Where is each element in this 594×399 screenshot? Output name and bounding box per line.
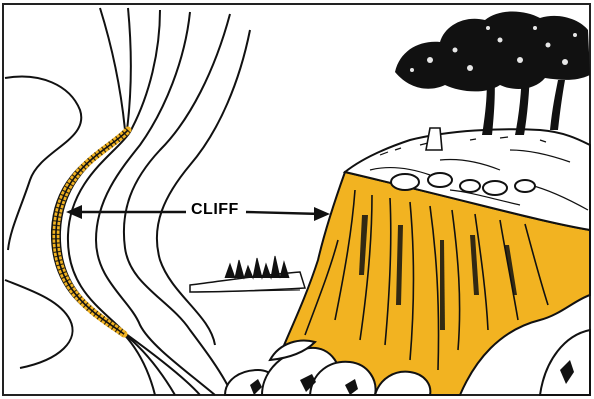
contour-line-7	[157, 30, 250, 345]
contour-line-1b	[5, 280, 73, 368]
contour-line-4	[68, 10, 200, 395]
distant-trees	[225, 256, 289, 278]
contour-line-3	[60, 8, 175, 395]
cliff-label: CLIFF	[189, 200, 241, 220]
cliff-illustration	[190, 12, 590, 396]
tree-trunk-3	[550, 80, 565, 130]
arrow-right-head	[314, 207, 330, 221]
map-cliff-highlight	[56, 130, 128, 334]
trees	[395, 12, 590, 151]
arrow-right-shaft	[246, 212, 322, 214]
tree-canopy	[395, 12, 590, 92]
tree-stump	[426, 128, 442, 150]
